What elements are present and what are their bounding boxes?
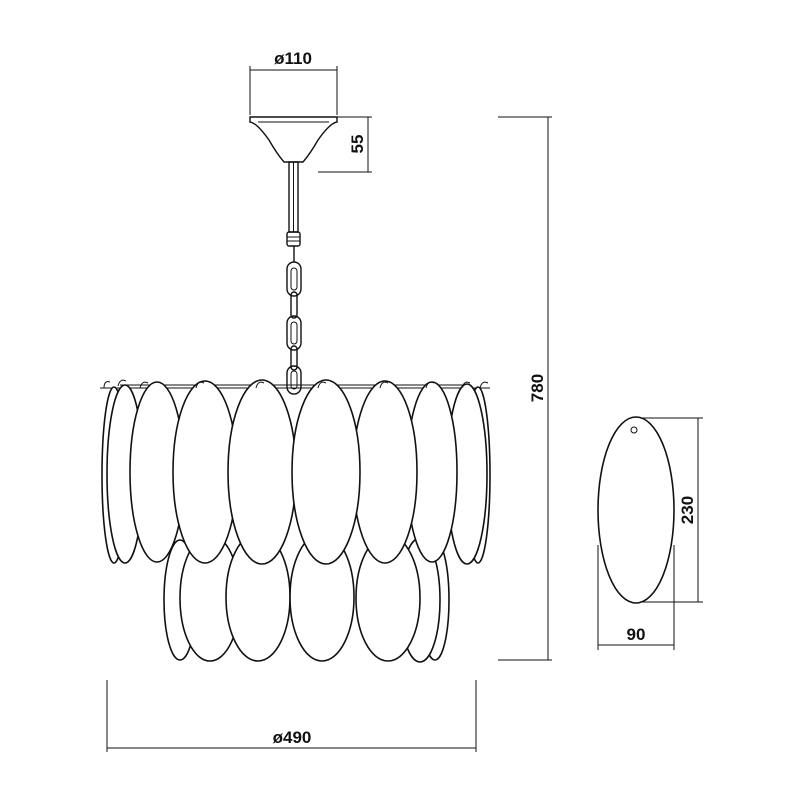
dimension-canopy-diameter: ø110	[249, 49, 338, 115]
dimension-canopy-height: 55	[318, 116, 372, 173]
chain	[286, 246, 302, 395]
total-height-label: 780	[528, 374, 547, 402]
canopy-diameter-label: ø110	[274, 49, 312, 68]
dimension-disc-height: 230	[640, 417, 703, 603]
dimension-overall-diameter: ø490	[106, 680, 477, 752]
canopy-height-label: 55	[348, 135, 367, 154]
ceiling-canopy	[249, 116, 338, 163]
lower-tier-discs	[163, 532, 450, 663]
overall-diameter-label: ø490	[273, 728, 312, 747]
suspension-rod	[286, 161, 301, 247]
disc-detail	[597, 416, 675, 604]
disc-height-label: 230	[678, 496, 697, 524]
upper-tier-discs	[101, 379, 491, 565]
dimension-disc-width: 90	[597, 545, 675, 650]
dimension-total-height: 780	[498, 116, 552, 661]
disc-width-label: 90	[627, 625, 646, 644]
